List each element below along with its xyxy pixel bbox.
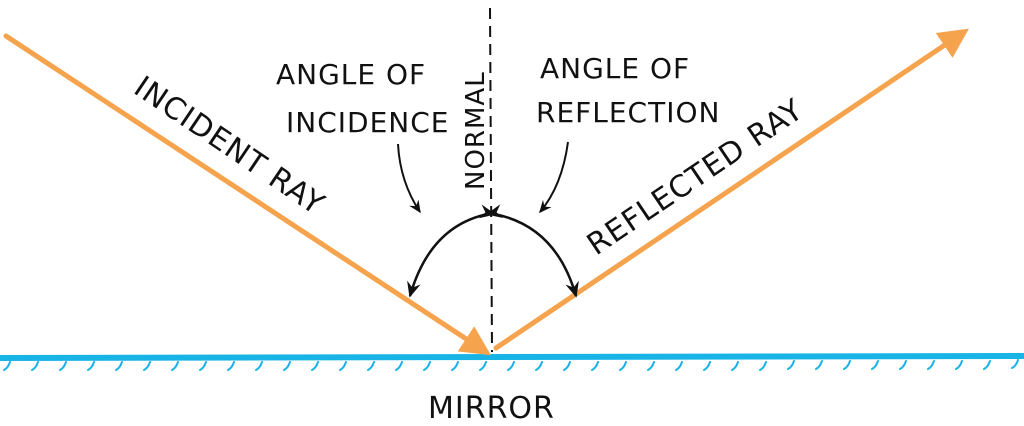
angle-of-incidence-label-line2: INCIDENCE bbox=[286, 106, 449, 139]
normal-line bbox=[489, 7, 493, 353]
mirror-surface bbox=[0, 353, 1024, 361]
normal-label: NORMAL bbox=[461, 71, 491, 190]
reflection-pointer-arrow bbox=[539, 141, 569, 214]
mirror-hatching bbox=[3, 359, 1019, 371]
angle-of-incidence-arc bbox=[407, 204, 504, 298]
angle-of-reflection-label-line2: REFLECTION bbox=[536, 96, 720, 129]
angle-of-reflection-arc bbox=[478, 204, 579, 298]
mirror-label: MIRROR bbox=[428, 391, 555, 426]
angle-of-reflection-label-line1: ANGLE OF bbox=[540, 52, 690, 85]
mirror bbox=[0, 353, 1024, 371]
incident-ray-label: INCIDENT RAY bbox=[128, 70, 331, 223]
incidence-pointer-arrow bbox=[397, 143, 421, 214]
angle-of-incidence-label-line1: ANGLE OF bbox=[276, 58, 426, 91]
incident-ray bbox=[3, 33, 492, 356]
